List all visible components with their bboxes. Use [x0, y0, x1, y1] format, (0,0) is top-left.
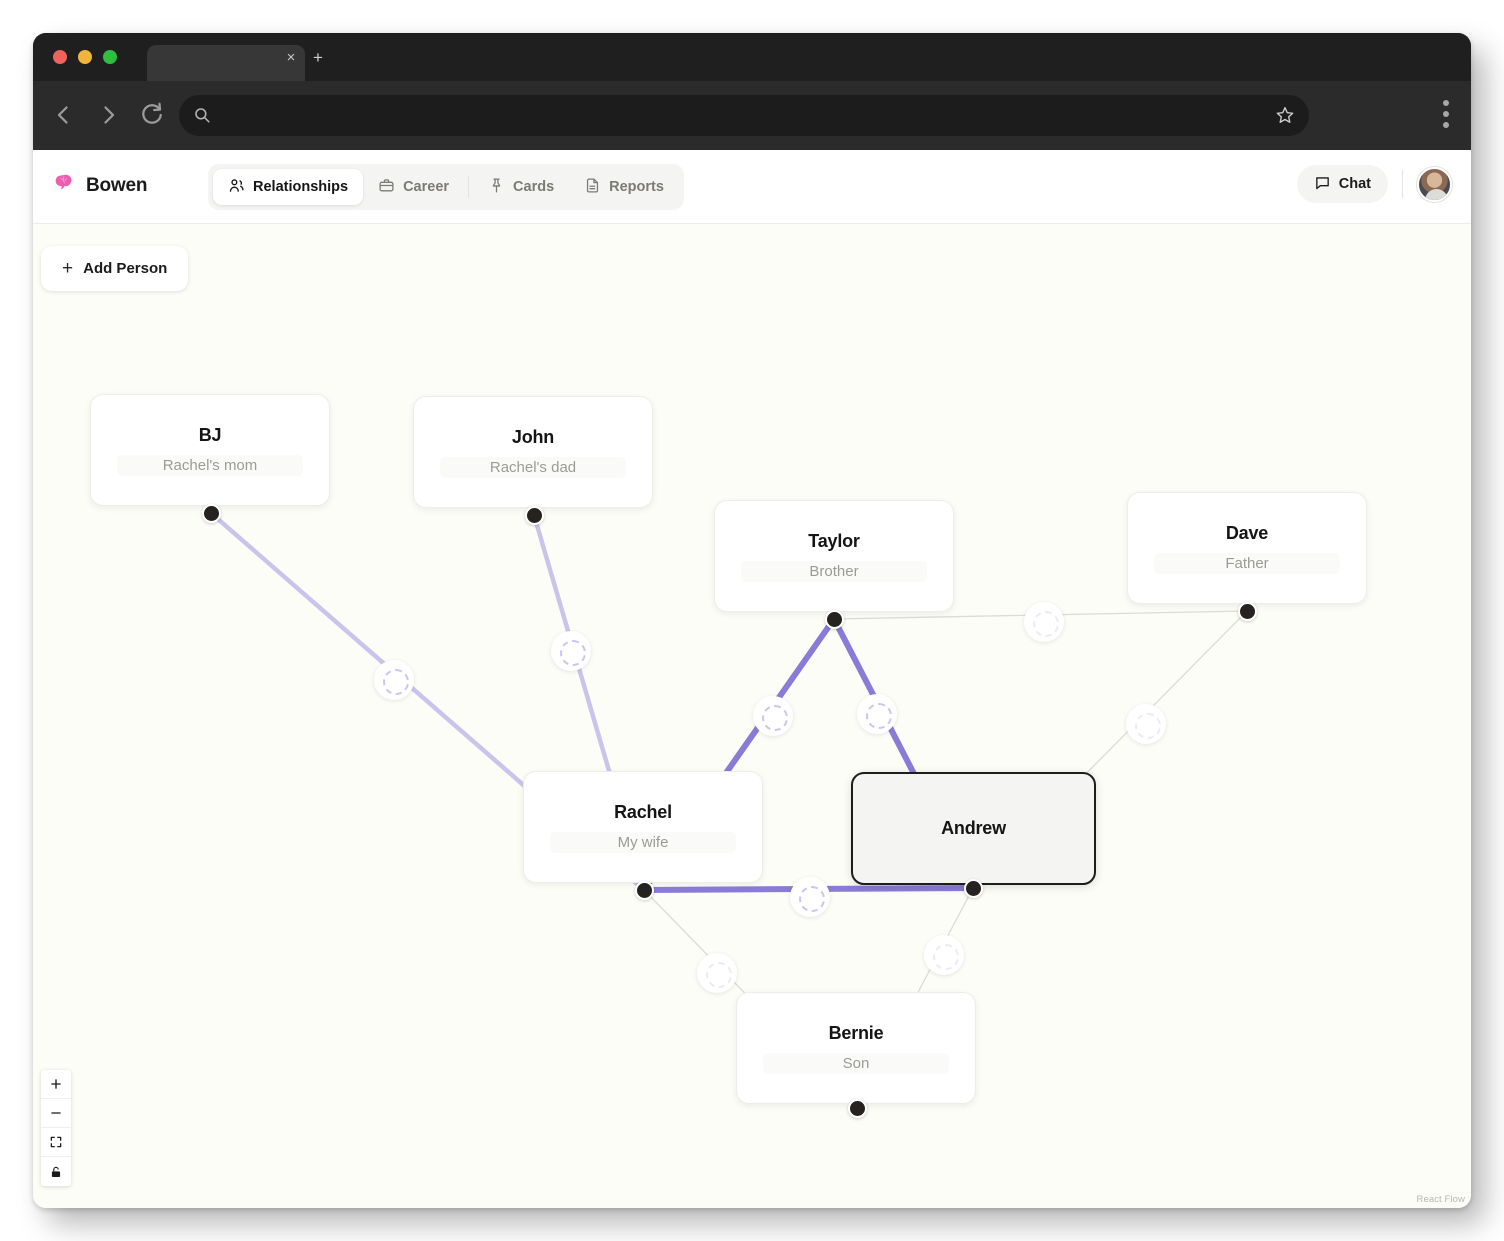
add-person-label: Add Person — [83, 260, 168, 277]
tab-label: Reports — [609, 179, 664, 195]
flow-controls — [41, 1070, 71, 1186]
browser-tab[interactable] — [147, 45, 305, 81]
tab-relationships[interactable]: Relationships — [213, 169, 364, 205]
edge-button-rachel-andrew[interactable] — [790, 877, 830, 917]
edge-button-taylor-andrew[interactable] — [857, 694, 897, 734]
person-node-bj[interactable]: BJ Rachel's mom — [90, 394, 330, 506]
tab-cards[interactable]: Cards — [473, 169, 569, 205]
brand-name: Bowen — [86, 174, 148, 196]
tab-divider — [468, 176, 470, 198]
edge-button-dave-andrew[interactable] — [1126, 704, 1166, 744]
edge-button-taylor-dave[interactable] — [1024, 602, 1064, 642]
person-node-role: Son — [763, 1052, 949, 1074]
window-close-button[interactable] — [53, 50, 67, 64]
person-node-name: Bernie — [828, 1022, 884, 1043]
chat-bubble-icon — [1314, 174, 1331, 195]
tab-reports[interactable]: Reports — [569, 169, 679, 205]
attribution[interactable]: React Flow — [1416, 1194, 1465, 1205]
person-node-role: Brother — [741, 560, 927, 582]
new-tab-icon[interactable]: + — [313, 48, 323, 67]
person-node-name: BJ — [198, 424, 222, 445]
zoom-in-button[interactable] — [41, 1070, 71, 1099]
browser-window: × + — [33, 33, 1471, 1208]
chat-button[interactable]: Chat — [1296, 165, 1388, 203]
header-actions: Chat — [1296, 165, 1452, 203]
lock-button[interactable] — [41, 1157, 71, 1186]
tab-strip: × + — [33, 33, 1471, 81]
person-node-role: Rachel's mom — [117, 454, 303, 476]
tab-career[interactable]: Career — [363, 169, 464, 205]
edge-button-bj-rachel[interactable] — [374, 660, 414, 700]
edge-button-taylor-rachel[interactable] — [753, 696, 793, 736]
tab-label: Career — [403, 179, 450, 195]
edge-button-rachel-bernie[interactable] — [697, 953, 737, 993]
person-node-name: Rachel — [614, 801, 672, 822]
person-node-name: Dave — [1225, 522, 1269, 543]
document-icon — [584, 177, 601, 198]
fit-view-button[interactable] — [41, 1128, 71, 1157]
edge-button-andrew-bernie[interactable] — [924, 935, 964, 975]
person-node-role: Father — [1154, 552, 1340, 574]
person-node-role: My wife — [550, 831, 736, 853]
edge-button-john-rachel[interactable] — [551, 631, 591, 671]
node-handle-john[interactable] — [524, 505, 544, 525]
back-arrow-icon[interactable] — [49, 100, 79, 130]
plus-icon: + — [62, 258, 74, 279]
briefcase-icon — [378, 177, 395, 198]
avatar[interactable] — [1417, 166, 1452, 202]
pushpin-icon — [488, 177, 505, 198]
url-input[interactable] — [223, 95, 1233, 136]
browser-toolbar — [33, 81, 1471, 150]
window-minimize-button[interactable] — [78, 50, 92, 64]
bookmark-star-icon[interactable] — [1275, 105, 1295, 130]
brand[interactable]: Bowen — [52, 171, 147, 200]
close-tab-icon[interactable]: × — [286, 49, 296, 66]
node-handle-rachel[interactable] — [634, 880, 654, 900]
chat-label: Chat — [1338, 176, 1371, 192]
menu-dot — [1443, 100, 1449, 106]
menu-dot — [1443, 122, 1449, 128]
window-maximize-button[interactable] — [103, 50, 117, 64]
person-node-rachel[interactable]: Rachel My wife — [523, 771, 763, 883]
add-person-button[interactable]: + Add Person — [41, 246, 189, 291]
browser-chrome: × + — [33, 33, 1471, 150]
node-handle-bernie[interactable] — [847, 1098, 867, 1118]
node-handle-taylor[interactable] — [824, 609, 844, 629]
menu-dot — [1443, 111, 1449, 117]
node-handle-andrew[interactable] — [963, 878, 983, 898]
header-divider — [1402, 170, 1403, 198]
tab-label: Cards — [513, 179, 555, 195]
person-node-role: Rachel's dad — [440, 456, 626, 478]
forward-arrow-icon[interactable] — [93, 100, 123, 130]
person-node-andrew[interactable]: Andrew — [851, 772, 1096, 885]
url-bar[interactable] — [179, 95, 1309, 136]
person-node-name: Andrew — [941, 818, 1006, 838]
person-node-name: Taylor — [808, 530, 860, 551]
person-node-name: John — [511, 426, 555, 447]
zoom-out-button[interactable] — [41, 1099, 71, 1128]
node-handle-dave[interactable] — [1237, 601, 1257, 621]
search-icon — [193, 106, 211, 129]
node-handle-bj[interactable] — [201, 503, 221, 523]
main-tabs: Relationships Career Cards Reports — [208, 164, 684, 210]
brain-logo-icon — [52, 171, 76, 200]
people-icon — [228, 177, 245, 198]
three-dot-menu-icon[interactable] — [1443, 100, 1451, 133]
app-header: Bowen Relationships Career Cards — [33, 150, 1471, 224]
tab-label: Relationships — [253, 179, 349, 195]
reload-icon[interactable] — [137, 100, 167, 130]
